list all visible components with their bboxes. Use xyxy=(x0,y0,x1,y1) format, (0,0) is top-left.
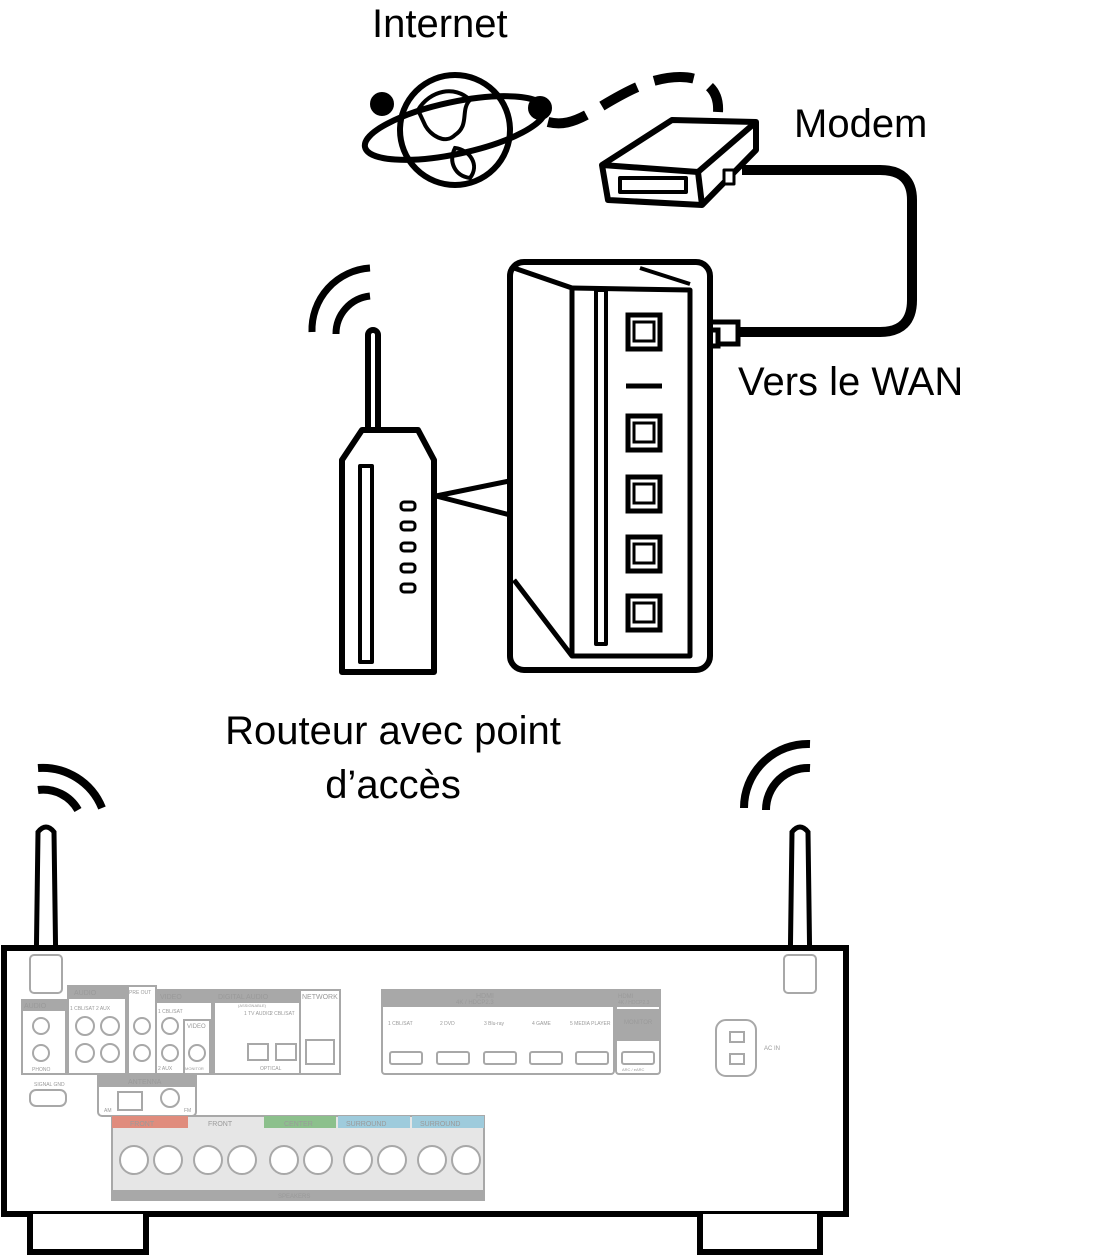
video-label: VIDEO xyxy=(160,994,182,1001)
hdmi-out-label: HDMI xyxy=(618,994,634,1000)
video-out-label: VIDEO xyxy=(187,1024,206,1030)
wan-cable xyxy=(740,165,917,337)
digital-audio-label: DIGITAL AUDIO xyxy=(218,994,269,1001)
ac-in-label: AC IN xyxy=(764,1046,780,1052)
receiver-back-panel xyxy=(21,985,757,1201)
fm-label: FM xyxy=(184,1108,191,1114)
optical-label: OPTICAL xyxy=(260,1066,282,1072)
audio-label: AUDIO xyxy=(74,990,97,997)
signal-gnd-label: SIGNAL GND xyxy=(34,1082,65,1088)
speaker-front-2-label: FRONT xyxy=(208,1121,233,1128)
modem-icon xyxy=(599,117,759,208)
hdmi-out-spec-label: 4K / HDCP2.3 xyxy=(618,1000,650,1006)
monitor-label: MONITOR xyxy=(624,1020,653,1026)
ethernet-ports xyxy=(625,312,663,633)
audio-sub-label: 1 CBL/SAT 2 AUX xyxy=(70,1006,111,1012)
arc-label: ARC / eARC xyxy=(622,1067,645,1072)
lan-port-icon xyxy=(625,593,663,633)
receiver-feet xyxy=(27,1214,823,1255)
router-port-panel xyxy=(507,259,713,673)
digital-sub-label: (ASSIGNABLE) xyxy=(238,1003,267,1008)
network-label: NETWORK xyxy=(302,994,338,1001)
lan-port-icon xyxy=(625,413,663,453)
router-icon xyxy=(308,264,437,675)
hdmi-in-label: HDMI xyxy=(476,993,494,1000)
lan-port-icon xyxy=(625,474,663,514)
pre-out-label: PRE OUT xyxy=(129,990,151,996)
internet-label: Internet xyxy=(372,2,508,46)
internet-link xyxy=(546,72,724,129)
video-sub2-label: 2 AUX xyxy=(158,1066,173,1072)
audio-in-label: AUDIO xyxy=(24,1003,47,1010)
hdmi-input-4-label: 4 GAME xyxy=(532,1021,552,1027)
globe-icon xyxy=(361,72,552,188)
optical-1-label: 1 TV AUDIO xyxy=(244,1011,272,1017)
phono-label: PHONO xyxy=(32,1067,50,1073)
receiver-antennas xyxy=(33,824,813,983)
hdmi-spec-label: 4K / HDCP2.3 xyxy=(456,1000,494,1006)
router-label-line1: Routeur avec point xyxy=(225,709,561,753)
router-label: Routeur avec point d’accès xyxy=(212,704,574,812)
am-label: AM xyxy=(104,1108,112,1114)
video-sub1-label: 1 CBL/SAT xyxy=(158,1009,183,1015)
monitor-small-label: MONITOR xyxy=(185,1066,204,1071)
hdmi-input-3-label: 3 Blu-ray xyxy=(484,1021,505,1027)
optical-2-label: 2 CBL/SAT xyxy=(270,1011,295,1017)
router-label-line2: d’accès xyxy=(325,763,461,807)
hdmi-input-5-label: 5 MEDIA PLAYER xyxy=(570,1021,611,1027)
hdmi-input-1-label: 1 CBL/SAT xyxy=(388,1021,413,1027)
antenna-bases xyxy=(29,954,817,994)
antenna-label: ANTENNA xyxy=(128,1079,162,1086)
modem-label: Modem xyxy=(794,102,928,146)
wifi-signal-right-icon xyxy=(740,739,811,811)
speaker-center-label: CENTER xyxy=(284,1121,313,1128)
wifi-signal-left-icon xyxy=(37,763,106,813)
speaker-front-label: FRONT xyxy=(130,1121,155,1128)
wan-label: Vers le WAN xyxy=(738,360,964,404)
callout-wedge xyxy=(433,477,517,519)
hdmi-input-2-label: 2 DVD xyxy=(440,1021,455,1027)
speaker-surround-label: SURROUND xyxy=(346,1121,386,1128)
panel-labels: AUDIO AUDIO 1 CBL/SAT 2 AUX PRE OUT VIDE… xyxy=(24,990,780,1200)
wan-port-icon xyxy=(625,312,663,352)
speakers-label: SPEAKERS xyxy=(278,1194,310,1200)
lan-port-icon xyxy=(625,534,663,574)
speaker-surround-2-label: SURROUND xyxy=(420,1121,460,1128)
